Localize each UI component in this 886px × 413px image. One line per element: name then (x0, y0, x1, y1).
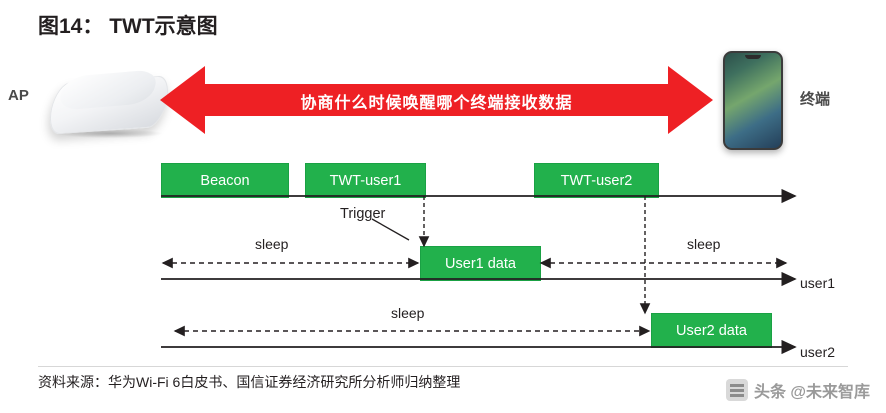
wifi-router-icon (45, 69, 173, 139)
negotiation-arrow-label: 协商什么时候唤醒哪个终端接收数据 (300, 95, 573, 112)
figure-title: 图14： TWT示意图 (38, 15, 218, 38)
user2-data-box: User2 data (651, 313, 772, 348)
watermark-text: 头条 @未来智库 (753, 384, 870, 401)
negotiation-arrow: 协商什么时候唤醒哪个终端接收数据 (160, 63, 713, 137)
trigger-label: Trigger (340, 206, 386, 222)
source-note: 资料来源：华为Wi-Fi 6白皮书、国信证券经济研究所分析师归纳整理 (38, 374, 461, 390)
user2-sleep-label: sleep (391, 305, 425, 321)
user1-sleep-label-left: sleep (255, 236, 289, 252)
toutiao-logo-icon (725, 379, 748, 401)
ap-box-beacon: Beacon (161, 163, 289, 198)
smartphone-icon (723, 51, 783, 150)
ap-box-twt-user1: TWT-user1 (305, 163, 426, 198)
lane-label-user2: user2 (800, 344, 836, 360)
ap-label: AP (8, 87, 29, 104)
ap-box-twt-user2: TWT-user2 (534, 163, 659, 198)
user1-data-box: User1 data (420, 246, 541, 281)
watermark: 头条 @未来智库 (725, 378, 870, 402)
source-divider (38, 366, 848, 367)
terminal-label: 终端 (800, 91, 831, 108)
user1-sleep-label-right: sleep (687, 236, 721, 252)
lane-label-user1: user1 (800, 275, 836, 291)
